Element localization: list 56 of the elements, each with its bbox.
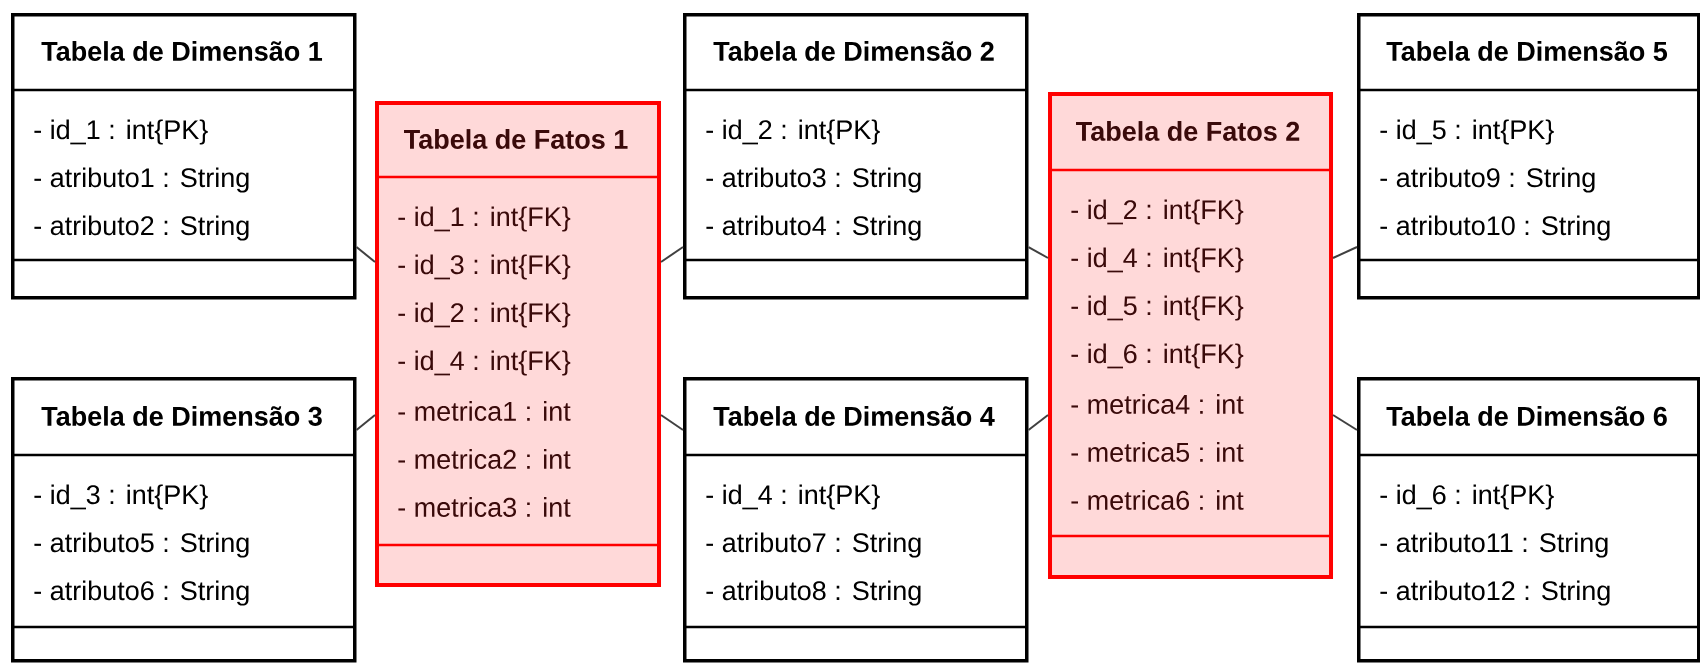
attribute-text: - atributo5 : String — [34, 532, 249, 558]
attribute-text: - metrica3 : int — [398, 497, 571, 517]
table-box — [11, 13, 357, 300]
attribute-text: - atributo3 : String — [706, 167, 921, 193]
table-title: Tabela de Fatos 1 — [404, 129, 628, 149]
attribute-text: - atributo4 : String — [706, 215, 921, 241]
attribute-text: - atributo6 : String — [34, 580, 249, 606]
attribute-text: - atributo9 : String — [1380, 167, 1595, 193]
table-title: Tabela de Fatos 2 — [1076, 121, 1300, 141]
connector-line — [1027, 246, 1049, 259]
attribute-text: - id_2 : int{PK} — [706, 119, 880, 145]
attribute-text: - atributo10 : String — [1380, 215, 1610, 241]
attribute-text: - metrica1 : int — [398, 401, 571, 421]
table-title: Tabela de Dimensão 2 — [713, 41, 994, 61]
attribute-text: - id_5 : int{FK} — [1071, 295, 1244, 321]
table-box — [1048, 92, 1333, 579]
attribute-text: - id_1 : int{PK} — [34, 119, 208, 145]
connector-line — [1332, 414, 1358, 431]
attribute-text: - id_3 : int{PK} — [34, 484, 208, 510]
attribute-text: - atributo1 : String — [34, 167, 249, 193]
attribute-text: - id_4 : int{FK} — [398, 350, 571, 376]
connector-line — [1332, 246, 1358, 259]
table-box — [683, 13, 1029, 300]
attribute-text: - id_3 : int{FK} — [398, 254, 571, 280]
attribute-text: - id_4 : int{PK} — [706, 484, 880, 510]
table-box — [1357, 13, 1700, 300]
attribute-text: - metrica4 : int — [1071, 394, 1244, 414]
table-title: Tabela de Dimensão 6 — [1386, 406, 1667, 426]
attribute-text: - atributo7 : String — [706, 532, 921, 558]
attribute-text: - id_4 : int{FK} — [1071, 247, 1244, 273]
attribute-text: - atributo2 : String — [34, 215, 249, 241]
attribute-text: - metrica2 : int — [398, 449, 571, 469]
attribute-text: - id_1 : int{FK} — [398, 206, 571, 232]
attribute-text: - id_2 : int{FK} — [1071, 199, 1244, 225]
table-title: Tabela de Dimensão 3 — [41, 406, 322, 426]
table-title: Tabela de Dimensão 1 — [41, 41, 323, 61]
attribute-text: - id_2 : int{FK} — [398, 302, 571, 328]
attribute-text: - atributo12 : String — [1380, 580, 1610, 606]
table-box — [375, 101, 661, 587]
table-title: Tabela de Dimensão 4 — [713, 406, 995, 426]
connector-line — [355, 246, 376, 263]
attribute-text: - atributo8 : String — [706, 580, 921, 606]
attribute-text: - metrica5 : int — [1071, 442, 1244, 462]
attribute-text: - metrica6 : int — [1071, 490, 1244, 510]
table-title: Tabela de Dimensão 5 — [1386, 41, 1668, 61]
attribute-text: - id_6 : int{PK} — [1380, 484, 1554, 510]
connector-line — [660, 414, 684, 431]
table-box — [11, 377, 357, 663]
attribute-text: - atributo11 : String — [1380, 532, 1608, 558]
table-box — [683, 377, 1029, 663]
attribute-text: - id_6 : int{FK} — [1071, 343, 1244, 369]
connector-line — [1027, 414, 1049, 431]
attribute-text: - id_5 : int{PK} — [1380, 119, 1554, 145]
connector-line — [355, 414, 376, 431]
table-box — [1357, 377, 1700, 663]
connector-line — [660, 246, 684, 263]
